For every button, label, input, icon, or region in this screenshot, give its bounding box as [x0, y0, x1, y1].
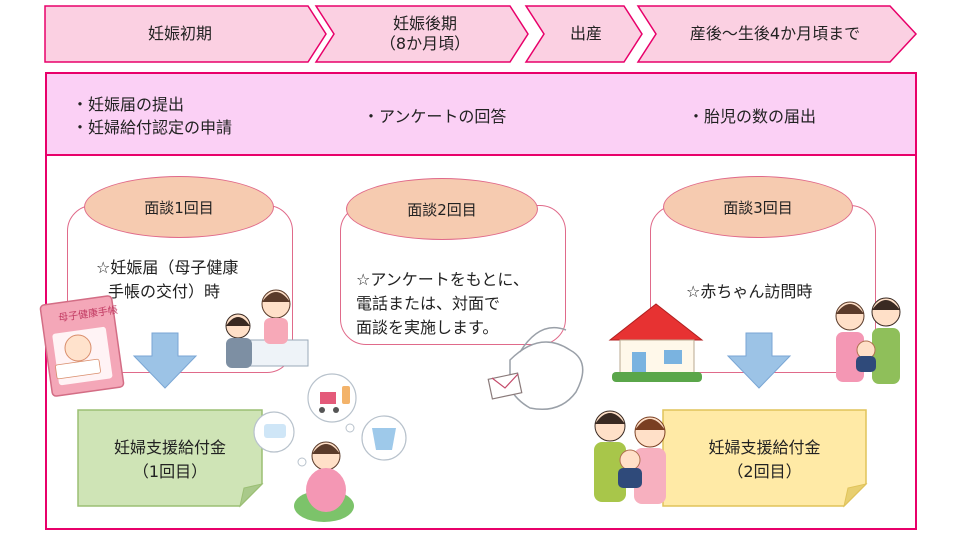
- tasks-band: [45, 72, 917, 156]
- interview-1-title: 面談1回目: [84, 176, 274, 238]
- stage-3-text: 出産: [569, 24, 602, 43]
- benefit-1-fold: [239, 483, 264, 508]
- interview-3-description: ☆赤ちゃん訪問時: [686, 280, 812, 304]
- task-left: ・妊娠届の提出 ・妊婦給付認定の申請: [72, 93, 232, 139]
- pregnant-woman-icon: [294, 441, 354, 522]
- task-questionnaire: ・アンケートの回答: [363, 107, 507, 126]
- down-arrow-left: [132, 332, 198, 389]
- benefit-1-title: 妊婦支援給付金: [113, 438, 226, 457]
- task-fetus-count: ・胎児の数の届出: [688, 107, 817, 126]
- stage-1-chevron: [44, 5, 327, 63]
- stage-2-text: 妊娠後期: [392, 14, 457, 33]
- interview-1-line-2: 手帳の交付）時: [108, 282, 221, 301]
- stage-4-chevron: [636, 5, 918, 63]
- interview-1-description: ☆妊娠届（母子健康 手帳の交付）時: [96, 256, 238, 304]
- interview-3-line-1: ☆赤ちゃん訪問時: [686, 282, 813, 301]
- baby-goods-icon: [253, 373, 407, 467]
- handbook-icon: [39, 295, 125, 397]
- benefit-2-title: 妊婦支援給付金: [708, 438, 821, 457]
- interview-1-title-text: 面談1回目: [144, 198, 214, 217]
- family-icon: [594, 410, 666, 504]
- down-arrow-right: [726, 332, 792, 389]
- stage-3-label: 出産: [540, 6, 632, 62]
- timeline: 妊娠初期 妊娠後期 （8か月頃） 出産 産後～生後4か月頃まで: [0, 0, 977, 70]
- dove-letter-icon: [487, 326, 584, 410]
- stage-4-text: 産後～生後4か月頃まで: [689, 24, 861, 43]
- interview-2-description: ☆アンケートをもとに、 電話または、対面で 面談を実施します。: [356, 268, 529, 340]
- timeline-chevrons: [44, 5, 918, 63]
- stage-2-label: 妊娠後期 （8か月頃）: [330, 6, 520, 62]
- interview-2-line-3: 面談を実施します。: [356, 318, 499, 337]
- stage-2-subtext: （8か月頃）: [379, 34, 471, 53]
- stage-4-label: 産後～生後4か月頃まで: [650, 6, 900, 62]
- interview-2-title: 面談2回目: [346, 178, 538, 240]
- stage-3-chevron: [524, 5, 643, 63]
- interview-3-title-text: 面談3回目: [723, 198, 793, 217]
- interview-2-line-1: ☆アンケートをもとに、: [356, 270, 529, 289]
- couple-with-baby-icon: [835, 297, 901, 384]
- task-benefit-application: ・妊婦給付認定の申請: [72, 118, 233, 138]
- stage-1-text: 妊娠初期: [147, 24, 212, 43]
- stage-1-label: 妊娠初期: [45, 6, 315, 62]
- benefit-2-text: 妊婦支援給付金 （2回目）: [663, 436, 866, 484]
- benefit-1-text: 妊婦支援給付金 （1回目）: [78, 436, 262, 484]
- interview-2-line-2: 電話または、対面で: [356, 294, 501, 313]
- house-icon: [608, 303, 704, 382]
- benefit-1-count: （1回目）: [132, 462, 208, 481]
- task-pregnancy-notification: ・妊娠届の提出: [72, 95, 185, 114]
- interview-2-title-text: 面談2回目: [407, 200, 477, 219]
- benefit-2-count: （2回目）: [727, 462, 802, 481]
- interview-3-title: 面談3回目: [663, 176, 853, 238]
- interview-1-line-1: ☆妊娠届（母子健康: [96, 258, 239, 277]
- counseling-icon: [225, 289, 309, 368]
- benefit-2-fold: [843, 483, 868, 508]
- stage-2-chevron: [314, 5, 529, 63]
